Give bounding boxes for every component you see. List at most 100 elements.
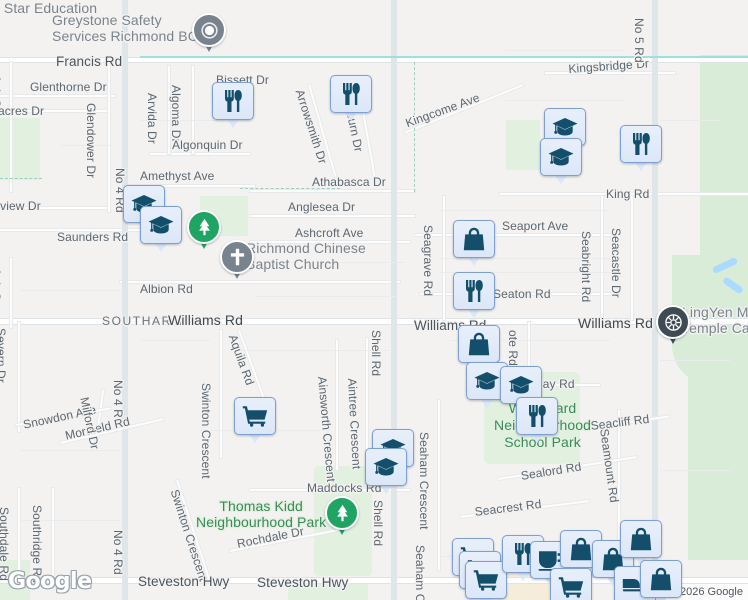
map-pin-school-icon[interactable] [140,206,182,252]
poi-pin-temple-icon[interactable] [656,305,690,347]
park-area-bottom-mid [288,582,368,600]
bike-route-teal [140,56,748,58]
map-pin-shopping-bag-icon[interactable] [453,220,495,266]
road-label: Ash St [0,75,3,111]
road-label: Seamount Rd [597,427,622,504]
map-pin-restaurant-icon[interactable] [620,125,662,171]
road-label: Arrowsmith Dr [292,87,330,166]
map-pin-shopping-cart-icon[interactable] [550,568,592,600]
road-glenridge [0,110,108,112]
road-shell-rd [391,0,397,600]
local-street-16 [660,120,720,121]
local-street-1 [140,120,250,121]
road-king-rd [500,193,748,195]
poi-pin-church-icon[interactable] [220,240,254,282]
map-pin-school-icon[interactable] [540,138,582,184]
road-swinton-cres-s [176,480,211,581]
map-pin-restaurant-icon[interactable] [516,397,558,443]
road-label: Seaport Ave [502,219,569,233]
poi-pin-dot-marker-icon[interactable] [192,13,226,55]
shopping-bag-icon [458,325,500,363]
road-label: Amethyst Ave [140,169,215,183]
local-street-14 [505,50,625,51]
road-label: Shell Rd [369,330,383,377]
local-street-2 [255,262,405,263]
poi-pin-park-tree-icon[interactable] [325,496,359,538]
road-label: Saunders Rd [57,230,129,244]
shopping-bag-icon [640,560,682,598]
road-algonquin-dr [150,153,250,155]
map-pin-shopping-cart-icon[interactable] [234,397,276,443]
map-pin-school-icon[interactable] [365,448,407,494]
park-tree-icon [187,210,221,244]
road-label: Glenthorne Dr [30,80,107,94]
local-street-5 [440,258,610,259]
road-arvida-dr [168,66,170,154]
park-area-right [700,55,748,265]
road-label: Albion Rd [140,282,193,296]
map-pin-restaurant-icon[interactable] [330,75,372,121]
church-icon [220,240,254,274]
road-williams-rd [0,319,748,324]
shopping-cart-icon [550,568,592,600]
road-label: d Star Education [0,0,98,16]
road-label: Anglesea Dr [288,200,356,214]
local-street-17 [660,360,730,361]
map-pin-shopping-bag-icon[interactable] [640,560,682,600]
road-label: Seaham Crescent [413,545,427,600]
poi-pin-park-tree-icon[interactable] [187,210,221,252]
road-athabasca-dr [250,190,415,192]
road-label: Algoma Dr [169,85,183,143]
road-label: Seaham Crescent [417,432,431,530]
road-amethyst-ave [130,185,255,187]
local-street-7 [450,340,610,341]
road-ashcroft-ave [250,241,410,243]
road-kingsbridge-dr [545,72,675,74]
road-label: Ash St [0,268,3,304]
road-glenthorne-dr [0,95,115,97]
road-southridge-rd [52,488,54,578]
local-street-10 [20,450,120,451]
boundary-dash-left [0,178,42,179]
shopping-cart-icon [234,397,276,435]
road-swinton-cres [220,330,222,458]
school-icon [540,138,582,176]
local-street-9 [20,290,120,291]
road-ash-st [10,62,12,192]
road-severn-dr [18,322,20,432]
local-street-11 [20,520,120,521]
restaurant-icon [212,82,254,120]
road-ote-rd [528,322,530,402]
temple-icon [656,305,690,339]
map-pin-shopping-cart-icon[interactable] [465,561,507,600]
restaurant-icon [516,397,558,435]
restaurant-icon [620,125,662,163]
road-no5-rd [652,0,658,600]
road-ainsworth [336,340,338,470]
dot-marker-icon [192,13,226,47]
local-street-3 [230,350,390,351]
boundary-dash-vertical [414,62,415,192]
road-albion-rd [120,281,400,283]
road-anglesea-dr [250,215,415,217]
road-label: Algonquin Dr [172,138,243,152]
road-rview-dr [0,207,110,209]
road-label: Severn Dr [0,328,8,383]
road-aquila-rd [238,330,268,406]
park-area-top-left [0,118,40,180]
road-ash-st-2 [10,258,12,328]
school-icon [365,448,407,486]
poi-label-richmond-chinese-baptist-church: Richmond Chinese Baptist Church [246,240,366,272]
local-street-6 [440,272,620,273]
map-pin-shopping-bag-icon[interactable] [620,520,662,566]
park-tree-icon [325,496,359,530]
map-pin-restaurant-icon[interactable] [453,272,495,318]
road-label: Ashcroft Ave [295,226,364,240]
road-label: Glendower Dr [84,103,98,179]
road-seamount-rd [618,410,620,550]
road-milford-dr [93,390,105,450]
road-label: Kingcome Ave [403,90,482,131]
map-pin-restaurant-icon[interactable] [212,82,254,128]
road-saunders-rd [0,229,150,231]
